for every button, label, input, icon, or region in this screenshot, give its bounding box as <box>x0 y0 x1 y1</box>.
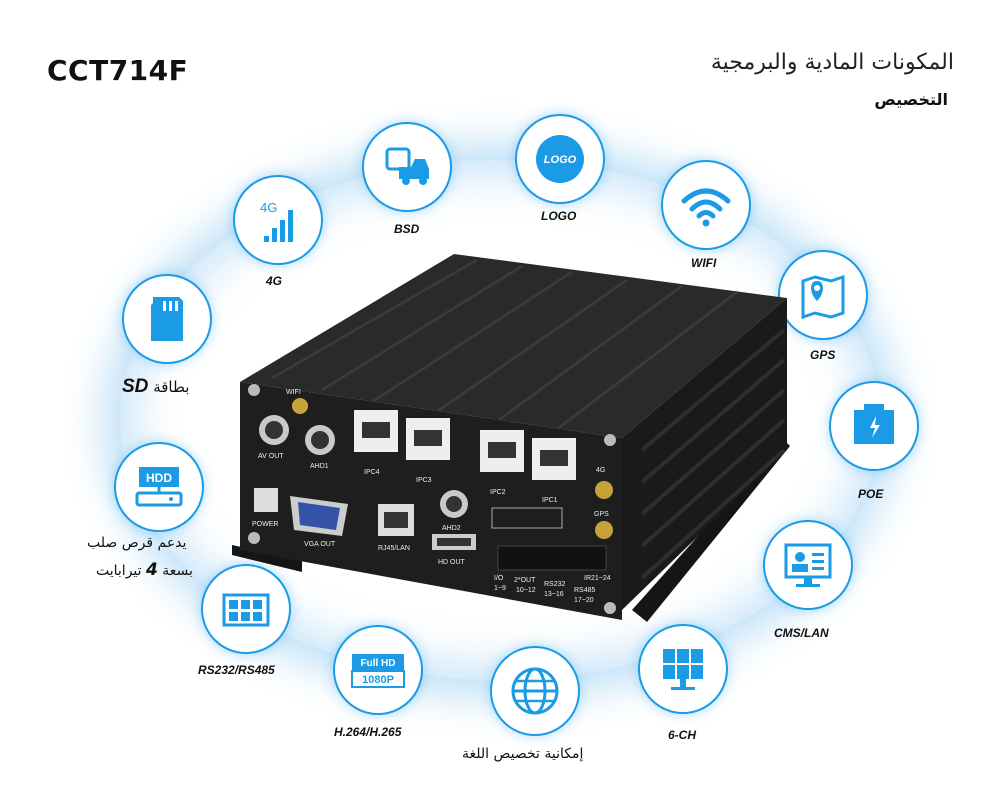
logo-badge-text: LOGO <box>544 154 577 166</box>
device-label-av-out: AV OUT <box>258 453 284 460</box>
device-label-ahd1: AHD1 <box>310 463 329 470</box>
device-label-io: I/O <box>494 575 504 582</box>
device-label-4g: 4G <box>596 467 605 474</box>
feature-sd <box>122 274 212 364</box>
hdd-capacity: 4 <box>146 560 158 580</box>
feature-language <box>490 646 580 736</box>
g4-icon-text: 4G <box>260 200 277 215</box>
device-label-rs232-range: 13~16 <box>544 591 564 598</box>
label-gps: GPS <box>810 348 836 362</box>
device-label-rj45: RJ45/LAN <box>378 545 410 552</box>
device-label-ipc2: IPC2 <box>490 489 506 496</box>
fullhd-icon: Full HD 1080P <box>351 654 405 688</box>
serial-connector-icon <box>222 593 270 627</box>
poe-port-icon <box>854 404 894 444</box>
device-label-power: POWER <box>252 521 278 528</box>
label-6ch: 6-CH <box>668 728 697 742</box>
device-label-io-range: 1~9 <box>494 585 506 592</box>
label-h264: H.264/H.265 <box>334 725 402 739</box>
hdd-line2-post: تيرابايت <box>96 563 146 579</box>
hdd-badge-text: HDD <box>146 471 172 485</box>
feature-logo: LOGO <box>515 114 605 204</box>
label-logo: LOGO <box>541 209 577 223</box>
page-subtitle: التخصيص <box>874 90 948 109</box>
device-label-out: 2*OUT <box>514 577 536 584</box>
device-label-ipc1: IPC1 <box>542 497 558 504</box>
feature-4g: 4G <box>233 175 323 265</box>
model-name: CCT714F <box>47 54 189 87</box>
sd-card-icon <box>151 297 183 341</box>
label-bsd: BSD <box>394 222 420 236</box>
device-label-ahd2: AHD2 <box>442 525 461 532</box>
device-label-vga-out: VGA OUT <box>304 541 336 548</box>
monitor-user-icon <box>784 543 832 587</box>
label-hdd-line2: بسعة 4 تيرابايت <box>96 560 193 580</box>
device-label-hd-out: HD OUT <box>438 559 466 566</box>
feature-rs <box>201 564 291 654</box>
split-screen-icon <box>663 649 703 690</box>
feature-wifi <box>661 160 751 250</box>
device-label-out-range: 10~12 <box>516 587 536 594</box>
label-language: إمكانية تخصيص اللغة <box>462 746 584 762</box>
feature-poe <box>829 381 919 471</box>
feature-h264: Full HD 1080P <box>333 625 423 715</box>
feature-6ch <box>638 624 728 714</box>
sd-word: SD <box>122 376 149 397</box>
page-title: المكونات المادية والبرمجية <box>710 50 954 75</box>
feature-cms <box>763 520 853 610</box>
mdvr-device: WIFI AV OUT AHD1 IPC4 IPC3 IPC2 IPC1 4G … <box>232 250 792 630</box>
label-sd: بطاقة SD <box>122 376 189 398</box>
feature-bsd <box>362 122 452 212</box>
hdd-icon: HDD <box>135 467 183 507</box>
hdd-line2-pre: بسعة <box>157 563 193 579</box>
fullhd-top-text: Full HD <box>361 658 396 669</box>
feature-hdd: HDD <box>114 442 204 532</box>
device-label-rs485-range: 17~20 <box>574 597 594 604</box>
device-label-gps: GPS <box>594 511 609 518</box>
device-label-rs232: RS232 <box>544 581 566 588</box>
feature-gps <box>778 250 868 340</box>
signal-4g-icon: 4G <box>260 200 293 242</box>
logo-badge-icon: LOGO <box>536 135 584 183</box>
device-label-ipc4: IPC4 <box>364 469 380 476</box>
device-label-ir: IR21~24 <box>584 575 611 582</box>
wifi-icon <box>681 188 731 227</box>
device-label-ipc3: IPC3 <box>416 477 432 484</box>
device-label-rs485: RS485 <box>574 587 596 594</box>
label-wifi: WIFI <box>691 256 717 270</box>
label-poe: POE <box>858 487 884 501</box>
label-4g: 4G <box>266 274 283 288</box>
sd-ar-word: بطاقة <box>153 378 190 396</box>
label-hdd-line1: يدعم قرص صلب <box>87 535 187 551</box>
label-cms: CMS/LAN <box>774 626 829 640</box>
label-rs: RS232/RS485 <box>198 663 275 677</box>
device-illustration: WIFI AV OUT AHD1 IPC4 IPC3 IPC2 IPC1 4G … <box>232 254 790 622</box>
fullhd-bottom-text: 1080P <box>362 674 394 686</box>
globe-icon <box>511 667 559 715</box>
map-pin-icon <box>801 274 845 320</box>
blind-spot-icon <box>385 147 429 185</box>
device-label-wifi: WIFI <box>286 389 301 396</box>
